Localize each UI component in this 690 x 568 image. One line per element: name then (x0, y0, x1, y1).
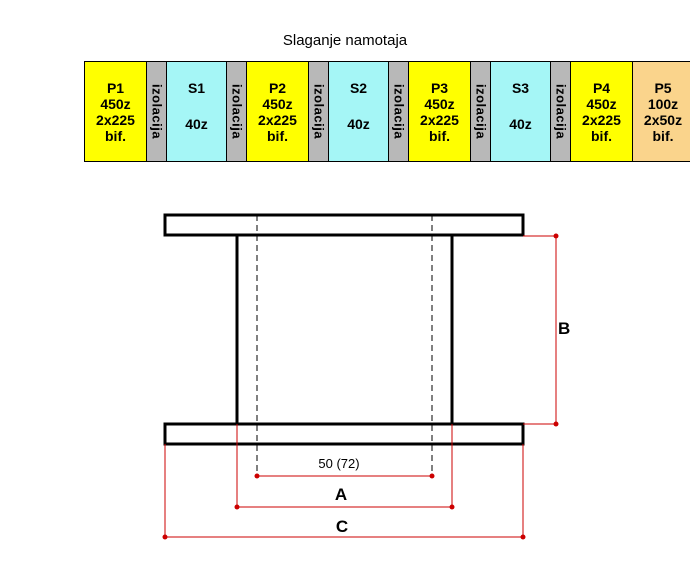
inner-end-right (429, 473, 435, 479)
insulation-layer-6: izolacija (551, 62, 571, 161)
winding-split: 2x50z (643, 111, 683, 128)
winding-name: P5 (654, 79, 672, 96)
winding-type: bif. (591, 127, 612, 144)
winding-type: bif. (105, 127, 126, 144)
winding-turns: 450z (424, 95, 455, 112)
inner-end-left (254, 473, 260, 479)
winding-name: P4 (592, 79, 611, 96)
winding-name: S3 (511, 80, 530, 96)
winding-split: 2x225 (420, 111, 459, 128)
c-label: C (336, 517, 348, 536)
c-end-left (162, 534, 168, 540)
diagram-title: Slaganje namotaja (282, 32, 408, 49)
insulation-layer-2: izolacija (227, 62, 247, 161)
winding-name: P3 (430, 79, 449, 96)
winding-split: 2x225 (258, 111, 297, 128)
insulation-layer-1: izolacija (147, 62, 167, 161)
winding-turns: 450z (100, 95, 131, 112)
c-end-right (520, 534, 526, 540)
winding-name: S1 (187, 80, 206, 96)
b-end-bottom (553, 421, 559, 427)
winding-turns: 40z (347, 116, 370, 132)
a-label: A (335, 485, 347, 504)
insulation-label: izolacija (553, 83, 569, 140)
insulation-label: izolacija (473, 83, 489, 140)
winding-turns: 450z (586, 95, 617, 112)
winding-split: 2x225 (96, 111, 135, 128)
insulation-layer-4: izolacija (389, 62, 409, 161)
winding-name: P1 (106, 79, 125, 96)
insulation-label: izolacija (149, 83, 165, 140)
winding-type: bif. (267, 127, 288, 144)
winding-name: P2 (268, 79, 287, 96)
b-end-top (553, 233, 559, 239)
winding-turns: 40z (185, 116, 208, 132)
a-end-left (234, 504, 240, 510)
insulation-label: izolacija (391, 83, 407, 140)
insulation-label: izolacija (229, 83, 245, 140)
b-label: B (558, 319, 570, 338)
insulation-label: izolacija (311, 83, 327, 140)
inner-dimension-label: 50 (72) (318, 456, 359, 471)
winding-type: bif. (652, 127, 674, 144)
secondary-winding-1: S1 40z (167, 62, 227, 161)
winding-turns: 450z (262, 95, 293, 112)
top-flange (163, 213, 525, 237)
a-end-right (449, 504, 455, 510)
insulation-layer-5: izolacija (471, 62, 491, 161)
bottom-flange (163, 422, 525, 446)
winding-name: S2 (349, 80, 368, 96)
insulation-layer-3: izolacija (309, 62, 329, 161)
winding-turns: 40z (509, 116, 532, 132)
secondary-winding-2: S2 40z (329, 62, 389, 161)
winding-split: 2x225 (582, 111, 621, 128)
winding-turns: 100z (647, 95, 679, 112)
winding-type: bif. (429, 127, 450, 144)
secondary-winding-3: S3 40z (491, 62, 551, 161)
